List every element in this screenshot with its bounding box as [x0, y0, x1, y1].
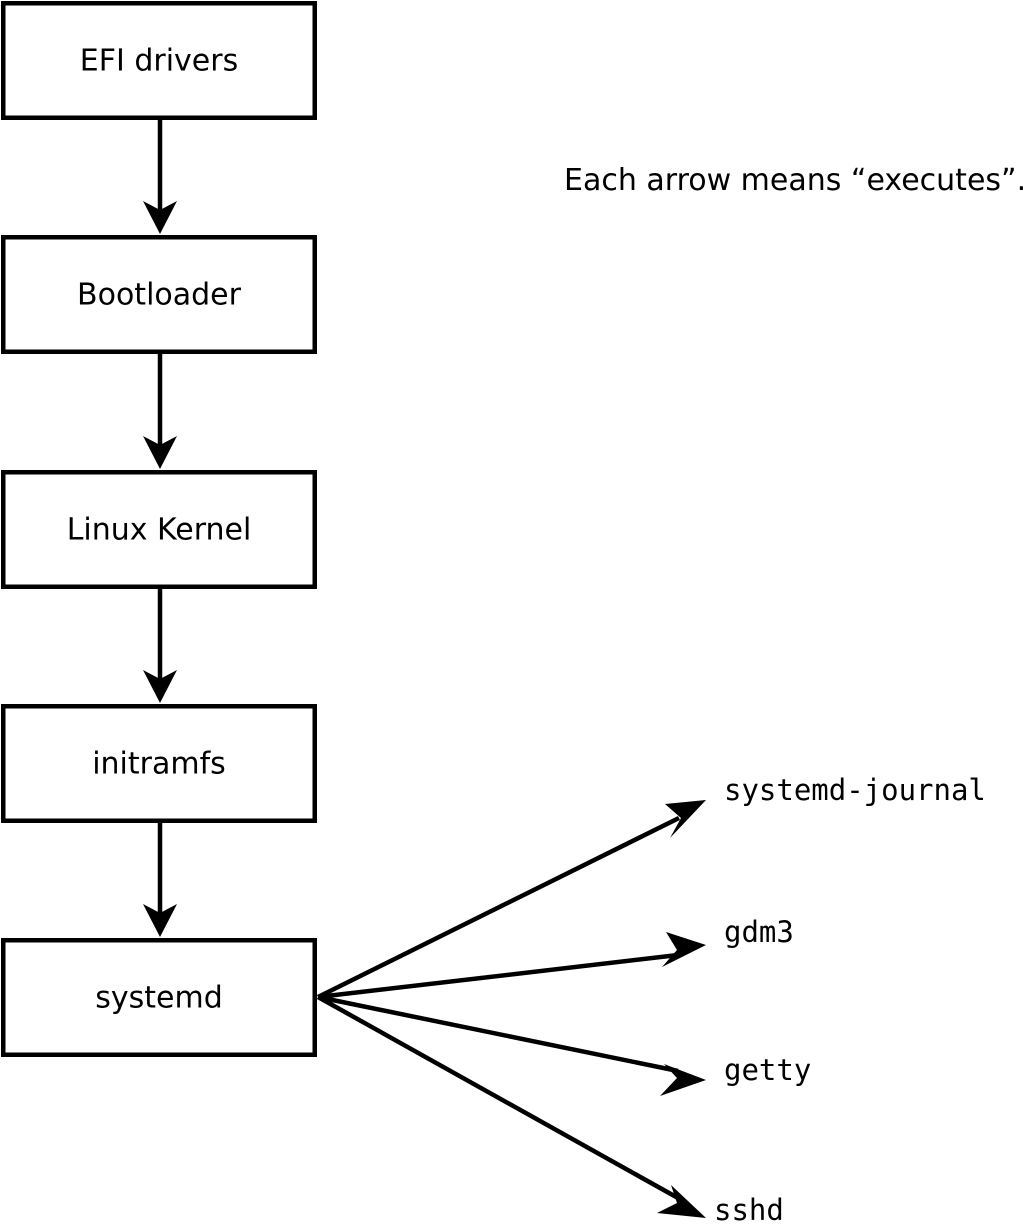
chain-boxes: EFI drivers Bootloader Linux Kernel init… — [1, 1, 317, 1057]
leaf-label-getty: getty — [724, 1053, 811, 1087]
arrow-systemd-to-sshd-shaft — [316, 995, 680, 1200]
arrow-systemd-to-sshd-head — [657, 1185, 706, 1218]
node-initramfs[interactable]: initramfs — [1, 704, 317, 823]
leaf-label-sshd: sshd — [714, 1193, 784, 1227]
node-efi-drivers-rect[interactable] — [1, 1, 317, 120]
arrow-systemd-to-gdm3-head — [662, 932, 706, 967]
arrow-initramfs-to-systemd-head — [143, 904, 177, 937]
node-efi-drivers-label: EFI drivers — [80, 44, 238, 79]
arrow-efi-to-bootloader-head — [143, 201, 177, 234]
node-bootloader[interactable]: Bootloader — [1, 235, 317, 354]
node-bootloader-rect[interactable] — [1, 235, 317, 354]
node-linux-kernel-label: Linux Kernel — [67, 513, 252, 548]
arrow-systemd-to-sshd — [316, 995, 706, 1218]
fan-out-arrows — [316, 800, 706, 1218]
legend-caption: Each arrow means “executes”. — [564, 163, 1023, 198]
node-systemd[interactable]: systemd — [1, 938, 317, 1057]
arrow-initramfs-to-systemd — [143, 823, 177, 937]
node-linux-kernel[interactable]: Linux Kernel — [1, 470, 317, 589]
leaf-label-systemd-journal: systemd-journal — [724, 773, 986, 807]
arrow-systemd-to-systemd-journal-shaft — [317, 815, 680, 1000]
arrow-bootloader-to-kernel-head — [143, 436, 177, 469]
arrow-kernel-to-initramfs-head — [143, 670, 177, 703]
arrow-systemd-to-getty-head — [660, 1064, 706, 1096]
arrow-efi-to-bootloader — [143, 120, 177, 234]
leaf-label-gdm3: gdm3 — [724, 915, 794, 949]
arrow-bootloader-to-kernel — [143, 354, 177, 469]
node-systemd-label: systemd — [95, 981, 223, 1016]
chain-arrows — [143, 120, 177, 937]
arrow-systemd-to-systemd-journal — [317, 800, 706, 1000]
node-bootloader-label: Bootloader — [77, 278, 242, 313]
arrow-systemd-to-getty-shaft — [317, 994, 679, 1074]
arrow-systemd-to-getty — [317, 994, 706, 1096]
node-efi-drivers[interactable]: EFI drivers — [1, 1, 317, 120]
arrow-systemd-to-systemd-journal-head — [665, 800, 706, 838]
arrow-systemd-to-gdm3 — [317, 932, 706, 1000]
node-systemd-rect[interactable] — [1, 938, 317, 1057]
arrow-kernel-to-initramfs — [143, 589, 177, 703]
fan-out-labels: systemd-journal gdm3 getty sshd — [714, 773, 986, 1227]
arrow-systemd-to-gdm3-shaft — [317, 952, 679, 1000]
node-initramfs-rect[interactable] — [1, 704, 317, 823]
node-initramfs-label: initramfs — [92, 747, 226, 782]
node-linux-kernel-rect[interactable] — [1, 470, 317, 589]
